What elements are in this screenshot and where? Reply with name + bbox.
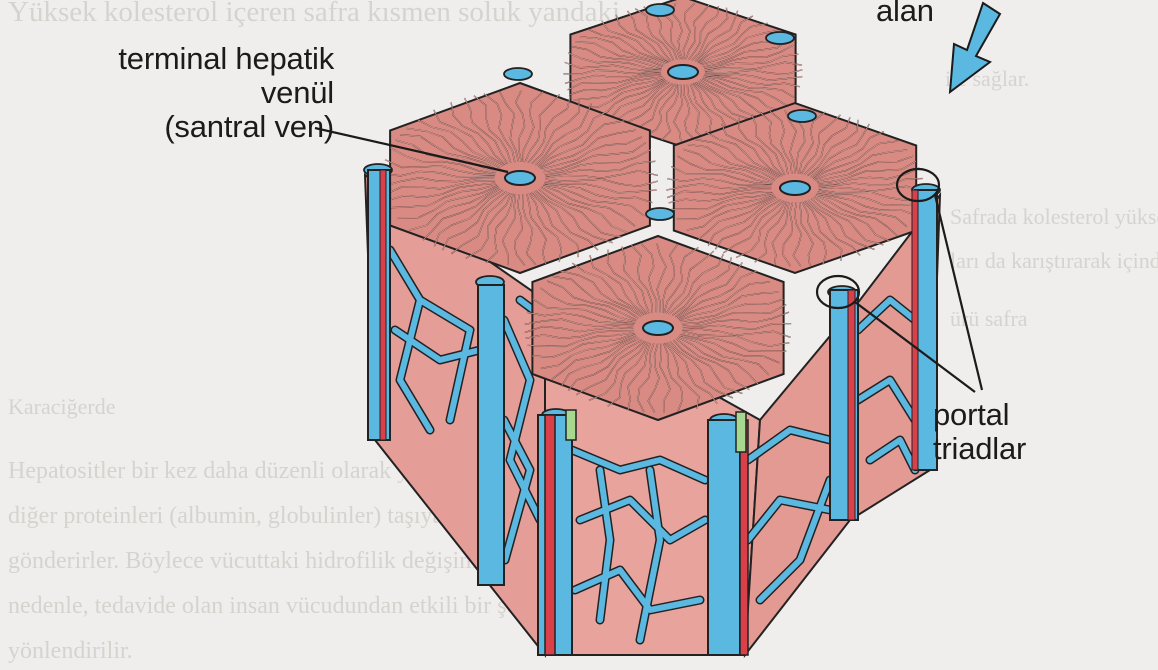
central-vein-label: terminal hepatik venül (santral ven) (38, 42, 334, 144)
lobule-front-central-vein (643, 321, 673, 335)
portal-triads-label-line-2: triadlar (933, 432, 1026, 466)
lobule-right-central-vein (780, 181, 810, 195)
arrow-icon (950, 3, 1000, 92)
lobule-left-central-vein (505, 171, 535, 185)
portal-triads-label: portal triadlar (933, 398, 1026, 466)
portal-area-label: alan (876, 0, 934, 28)
central-vein-label-line-1: terminal hepatik (38, 42, 334, 76)
portal-triads-label-line-1: portal (933, 398, 1026, 432)
central-vein-label-line-2: venül (38, 76, 334, 110)
portal-triad-pointer-1 (935, 195, 982, 390)
central-vein-label-line-3: (santral ven) (38, 110, 334, 144)
lobule-back-central-vein (668, 65, 698, 79)
